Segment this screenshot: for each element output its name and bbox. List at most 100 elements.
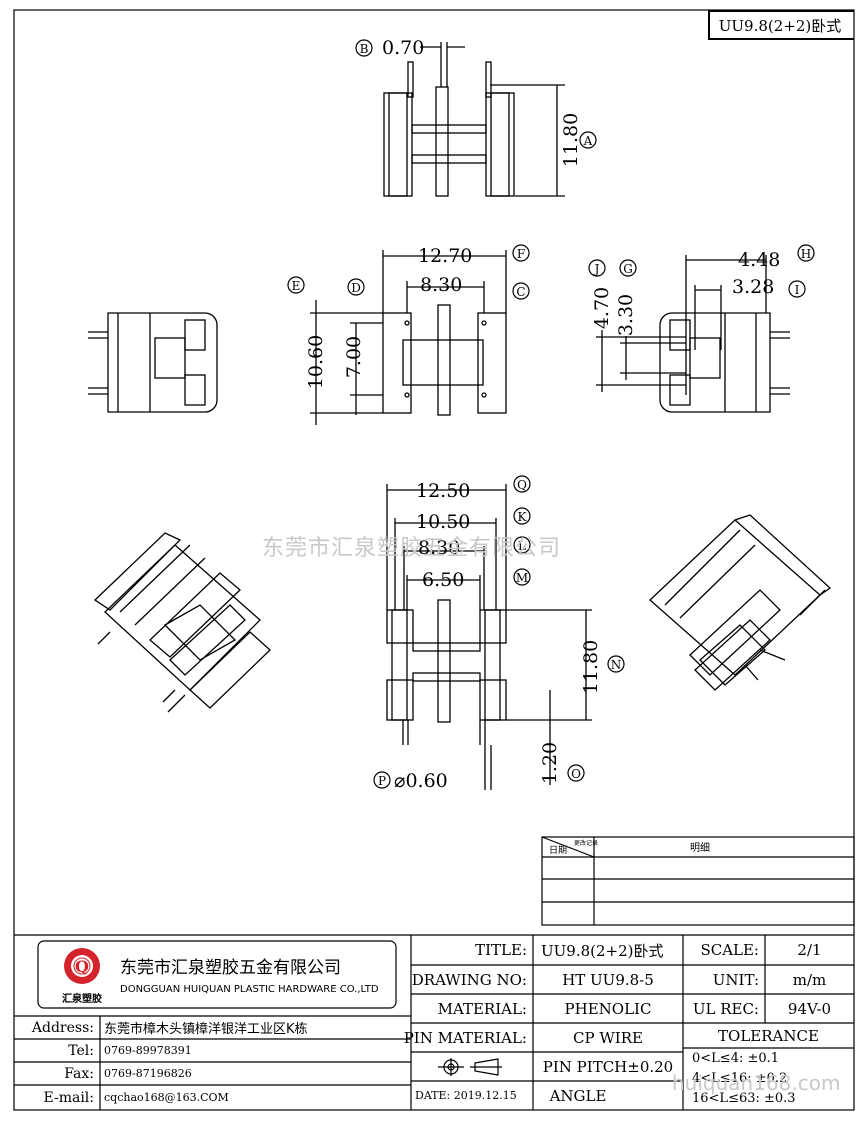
fax-value: 0769-87196826 (104, 1067, 192, 1080)
tolerance-row-2: 4<L≤16: ±0.2 (692, 1070, 788, 1086)
left-isometric-view (93, 532, 271, 713)
ul-rec-label: UL REC: (692, 999, 759, 1018)
unit-value: m/m (792, 970, 827, 989)
email-value: cqchao168@163.COM (104, 1091, 229, 1104)
scale-value: 2/1 (797, 941, 822, 959)
title-block-lines (14, 934, 854, 1110)
top-label-box: UU9.8(2+2)卧式 (708, 10, 854, 40)
dim-e-value: 10.60 (305, 335, 327, 389)
rev-detail-header: 明细 (690, 841, 710, 854)
dim-b-value: 0.70 (382, 37, 424, 59)
dim-letter-h (797, 244, 815, 262)
dim-letter-e (287, 276, 305, 294)
dim-d-value: 7.00 (343, 336, 365, 378)
dim-letter-q-text: Q (517, 478, 527, 492)
dim-q-value: 12.50 (416, 480, 470, 502)
logo-letter: Q (75, 957, 89, 976)
date: DATE: 2019.12.15 (415, 1089, 517, 1102)
dim-k-value: 10.50 (416, 511, 470, 533)
left-side-view (88, 312, 218, 413)
dim-letter-j-text: J (593, 262, 600, 276)
watermark-url: huiquan168.com (672, 1071, 841, 1095)
dim-h-value: 4.48 (738, 249, 780, 271)
top-view (383, 42, 565, 197)
dim-letter-d-text: D (351, 281, 361, 295)
tolerance-row-3: 16<L≤63: ±0.3 (692, 1090, 796, 1106)
title-value: UU9.8(2+2)卧式 (541, 941, 664, 960)
drawing-frame (13, 9, 855, 1111)
dim-f-value: 12.70 (418, 245, 472, 267)
dim-letter-i-text: I (795, 283, 800, 297)
dim-letter-i (788, 280, 806, 298)
dim-m-value: 6.50 (422, 569, 464, 591)
right-side-view (596, 255, 790, 413)
front-view (310, 250, 507, 425)
dim-letter-g (619, 259, 637, 277)
tel-label: Tel: (68, 1042, 94, 1059)
unit-label: UNIT: (712, 970, 759, 989)
logo-text: 汇泉塑胶 (62, 992, 102, 1005)
dim-p-value: ⌀0.60 (394, 770, 448, 792)
dim-letter-h-text: H (801, 247, 811, 261)
tolerance-label: TOLERANCE (718, 1026, 819, 1045)
company-name-cn: 东莞市汇泉塑胶五金有限公司 (120, 957, 341, 978)
dim-a-value: 11.80 (560, 113, 582, 167)
dim-letter-f-text: F (517, 247, 525, 261)
dim-letter-l-text: L (518, 539, 526, 553)
dim-letter-f (512, 244, 530, 262)
dim-j-value: 4.70 (591, 287, 613, 329)
drawing-no-value: HT UU9.8-5 (562, 970, 654, 989)
dim-n-value: 11.80 (580, 640, 602, 694)
dim-letter-m (513, 568, 531, 586)
dim-g-value: 3.30 (615, 294, 637, 336)
dim-letter-p-text: P (378, 774, 386, 788)
dim-c-value: 8.30 (420, 274, 462, 296)
right-isometric-view (649, 514, 832, 691)
rev-change-header: 更改记录 (574, 839, 598, 847)
dim-letter-k-text: K (518, 510, 528, 524)
dim-l-value: 8.30 (418, 537, 460, 559)
dim-letter-a (579, 131, 597, 149)
dim-letter-o (567, 764, 585, 782)
material-label: MATERIAL: (437, 999, 527, 1018)
tel-value: 0769-89978391 (104, 1044, 192, 1057)
fax-label: Fax: (64, 1065, 94, 1082)
scale-label: SCALE: (700, 941, 759, 959)
pin-material-label: PIN MATERIAL: (403, 1028, 527, 1047)
dim-letter-a-text: A (583, 134, 593, 148)
dim-letter-p (373, 771, 391, 789)
top-label: UU9.8(2+2)卧式 (718, 16, 842, 35)
dim-letter-b (355, 39, 373, 57)
dim-letter-k (513, 507, 531, 525)
projection-symbol (438, 1058, 502, 1076)
watermark: 东莞市汇泉塑胶五金有限公司 (262, 536, 562, 561)
revision-table (541, 836, 855, 926)
dim-letter-c-text: C (516, 285, 525, 299)
bottom-front-view (386, 484, 592, 790)
angle-label: ANGLE (549, 1086, 607, 1105)
dim-letter-g-text: G (623, 262, 633, 276)
address-label: Address: (31, 1019, 94, 1036)
address-value: 东莞市樟木头镇樟洋银洋工业区K栋 (104, 1022, 308, 1037)
dim-letter-b-text: B (360, 42, 369, 56)
rev-date-header: 日期 (549, 845, 567, 856)
email-label: E-mail: (43, 1089, 94, 1106)
dim-letter-m-text: M (516, 571, 528, 585)
company-logo (64, 948, 100, 984)
dim-letter-j (588, 259, 606, 277)
dim-i-value: 3.28 (732, 276, 774, 298)
ul-rec-value: 94V-0 (787, 999, 832, 1018)
pin-material-value: CP WIRE (573, 1028, 643, 1047)
tolerance-row-1: 0<L≤4: ±0.1 (692, 1050, 780, 1066)
pin-pitch: PIN PITCH±0.20 (542, 1057, 674, 1076)
title-label: TITLE: (475, 941, 527, 959)
dim-letter-o-text: O (571, 767, 581, 781)
dim-letter-e-text: E (292, 279, 301, 293)
dim-letter-l (513, 536, 531, 554)
dim-letter-n-text: N (611, 658, 622, 672)
dim-o-value: 1.20 (539, 742, 561, 784)
material-value: PHENOLIC (564, 999, 652, 1018)
company-name-en: DONGGUAN HUIQUAN PLASTIC HARDWARE CO.,LT… (120, 983, 379, 995)
dim-letter-n (607, 655, 625, 673)
